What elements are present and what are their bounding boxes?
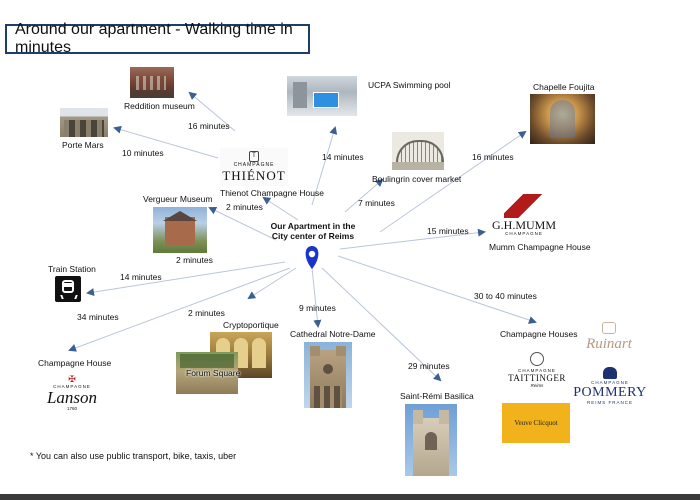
veuve-clicquot-logo-name: Veuve Clicquot xyxy=(514,419,558,427)
saint-remi-photo xyxy=(405,404,457,476)
apartment-label-line1: Our Apartment in the xyxy=(270,221,356,231)
time-chapelle: 16 minutes xyxy=(472,152,514,162)
time-saint-remi: 29 minutes xyxy=(408,361,450,371)
time-lanson: 34 minutes xyxy=(77,312,119,322)
label-boulingrin: Boulingrin cover market xyxy=(372,174,462,184)
page-title-text: Around our apartment - Walking time in m… xyxy=(15,21,293,56)
time-ucpa: 14 minutes xyxy=(322,152,364,162)
time-vergueur: 2 minutes xyxy=(176,255,213,265)
label-chapelle-foujita: Chapelle Foujita xyxy=(533,82,595,92)
label-forum-square: Forum Square xyxy=(186,368,241,378)
time-cathedral: 9 minutes xyxy=(299,303,336,313)
label-cathedral: Cathedral Notre-Dame xyxy=(290,329,376,339)
taittinger-logo-top: CHAMPAGNE xyxy=(518,368,556,373)
pommery-crest-icon xyxy=(603,367,617,379)
cathedral-photo xyxy=(304,342,352,408)
reddition-museum-photo xyxy=(130,67,174,98)
time-champagne-houses: 30 to 40 minutes xyxy=(474,291,537,301)
thienot-logo-top: CHAMPAGNE xyxy=(233,161,275,168)
mumm-crest-icon xyxy=(519,198,529,208)
label-mumm: Mumm Champagne House xyxy=(489,242,591,252)
arrow-cryptoportique xyxy=(247,267,297,300)
pommery-logo-name: POMMERY xyxy=(573,385,647,400)
label-porte-mars: Porte Mars xyxy=(62,140,104,150)
thienot-logo: T CHAMPAGNE THIÉNOT xyxy=(220,148,288,186)
time-porte-mars: 10 minutes xyxy=(122,148,164,158)
time-reddition: 16 minutes xyxy=(188,121,230,131)
label-train-station: Train Station xyxy=(48,264,96,274)
ruinart-logo: Ruinart xyxy=(577,318,641,356)
arrow-vergueur xyxy=(208,207,277,241)
porte-mars-photo xyxy=(60,108,108,137)
arrow-saint-remi xyxy=(321,267,442,382)
lanson-logo-year: 1760 xyxy=(66,406,77,411)
arrow-champagne-houses xyxy=(337,255,537,324)
lanson-logo-name: Lanson xyxy=(46,388,98,407)
veuve-clicquot-logo: Veuve Clicquot xyxy=(502,403,570,443)
arrow-thienot xyxy=(262,196,299,221)
ruinart-crest-icon xyxy=(602,321,616,334)
page-title: Around our apartment - Walking time in m… xyxy=(5,21,310,56)
time-train: 14 minutes xyxy=(120,272,162,282)
time-mumm: 15 minutes xyxy=(427,226,469,236)
ucpa-photo xyxy=(287,76,357,116)
arrow-reddition xyxy=(188,91,236,132)
label-cryptoportique: Cryptoportique xyxy=(223,320,279,330)
label-reddition-museum: Reddition museum xyxy=(124,101,195,111)
mumm-logo-name: G.H.MUMM xyxy=(491,218,556,232)
lanson-logo-top: CHAMPAGNE xyxy=(53,384,91,389)
label-champagne-houses: Champagne Houses xyxy=(500,329,578,339)
apartment-label-line2: City center of Reims xyxy=(271,231,355,241)
mumm-logo: G.H.MUMM CHAMPAGNE xyxy=(490,194,558,238)
lanson-logo: ✠ CHAMPAGNE Lanson 1760 xyxy=(36,373,108,413)
label-ucpa: UCPA Swimming pool xyxy=(368,80,451,90)
time-thienot: 2 minutes xyxy=(226,202,263,212)
taittinger-logo-name: TAITTINGER xyxy=(508,373,566,383)
arrow-train xyxy=(86,261,286,297)
label-saint-remi: Saint-Rémi Basilica xyxy=(400,391,474,401)
label-thienot: Thienot Champagne House xyxy=(220,188,324,198)
time-boulingrin: 7 minutes xyxy=(358,198,395,208)
mumm-logo-sub: CHAMPAGNE xyxy=(505,231,543,236)
arrow-mumm xyxy=(339,228,486,250)
label-champagne-house: Champagne House xyxy=(38,358,112,368)
arrow-chapelle xyxy=(379,130,527,233)
pommery-logo-sub: REIMS FRANCE xyxy=(586,400,633,405)
vergueur-museum-photo xyxy=(153,207,207,253)
thienot-logo-name: THIÉNOT xyxy=(222,167,286,183)
taittinger-crest-icon xyxy=(530,352,544,366)
pommery-logo: CHAMPAGNE POMMERY REIMS FRANCE xyxy=(572,364,648,408)
apartment-label: Our Apartment in the City center of Reim… xyxy=(268,221,358,241)
arrow-ucpa xyxy=(311,126,338,206)
footnote: * You can also use public transport, bik… xyxy=(30,451,237,461)
bottom-bar xyxy=(0,494,700,500)
boulingrin-photo xyxy=(392,132,444,170)
taittinger-logo-sub: Reims xyxy=(530,383,544,388)
arrow-porte-mars xyxy=(113,125,219,159)
arrow-cathedral xyxy=(311,267,322,328)
arrow-lanson xyxy=(68,267,291,352)
thienot-emblem-icon: T xyxy=(249,150,259,162)
forum-square-photo xyxy=(176,352,238,394)
taittinger-logo: CHAMPAGNE TAITTINGER Reims xyxy=(502,350,572,390)
pommery-logo-top: CHAMPAGNE xyxy=(591,380,629,385)
label-vergueur: Vergueur Museum xyxy=(143,194,213,204)
train-icon xyxy=(55,276,81,302)
arrow-boulingrin xyxy=(344,178,384,213)
lanson-cross-icon: ✠ xyxy=(68,374,76,384)
chapelle-foujita-photo xyxy=(530,94,595,144)
ruinart-logo-name: Ruinart xyxy=(586,335,632,352)
time-cryptoportique: 2 minutes xyxy=(188,308,225,318)
